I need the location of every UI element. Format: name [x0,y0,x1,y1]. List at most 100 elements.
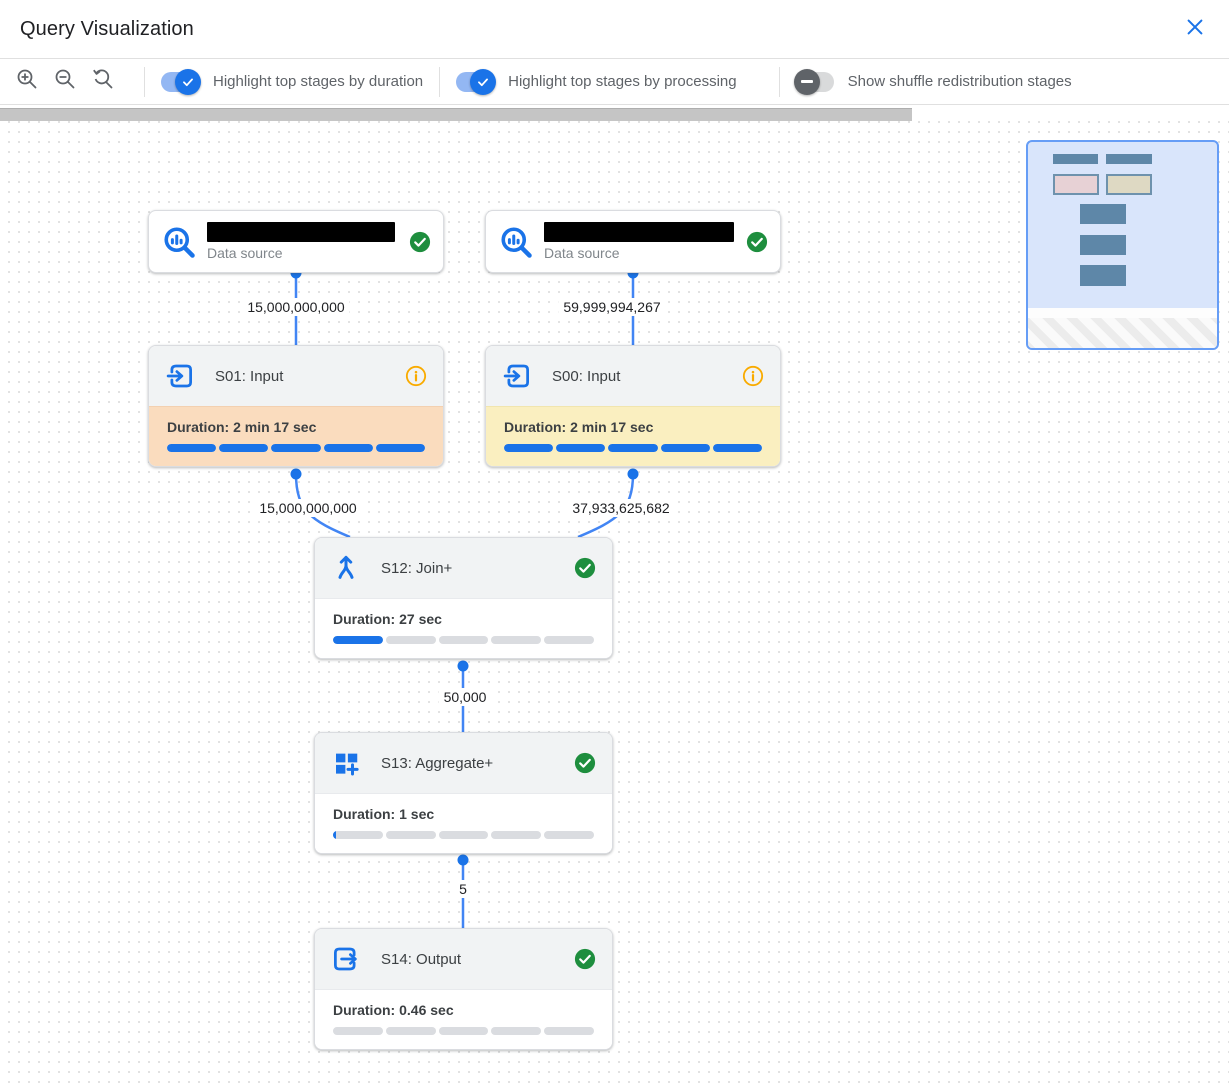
toggle-label-duration: Highlight top stages by duration [213,73,424,90]
stage-header: S01: Input [149,346,443,406]
toolbar: Highlight top stages by duration Highlig… [0,58,1229,105]
edge-row-count: 37,933,625,682 [567,499,675,517]
minimap-node-highlight-duration [1053,174,1099,195]
stage-title: S12: Join+ [381,559,453,577]
data-source-info: Data source [207,222,403,261]
stage-duration-panel: Duration: 27 sec [315,598,612,658]
page-title: Query Visualization [20,17,194,40]
output-arrow-icon [331,944,361,974]
input-arrow-icon [502,361,532,391]
edge-dot [627,468,639,480]
toggle-label-shuffle: Show shuffle redistribution stages [847,73,1072,90]
info-icon[interactable] [405,365,427,387]
edge-dot [457,854,469,866]
stage-title: S14: Output [381,950,462,968]
edge-row-count: 50,000 [438,688,492,706]
stage-duration-panel: Duration: 2 min 17 sec [486,406,780,466]
toolbar-divider [778,66,780,97]
edge-row-count: 15,000,000,000 [242,298,350,316]
node-stage-s13-aggregate[interactable]: S13: Aggregate+ Duration: 1 sec [314,732,613,854]
stage-progress-bar [504,444,763,452]
toolbar-divider [144,66,145,97]
toggle-label-processing: Highlight top stages by processing [508,73,737,90]
stage-progress-bar [167,444,426,452]
toggle-highlight-processing[interactable] [456,68,497,95]
toggle-group-processing: Highlight top stages by processing [456,68,737,95]
stage-duration: Duration: 27 sec [333,611,442,627]
stage-duration-panel: Duration: 1 sec [315,793,612,853]
minimap-node [1080,265,1126,286]
node-stage-s01-input[interactable]: S01: Input Duration: 2 min 17 sec [148,345,444,467]
stage-title: S00: Input [552,367,621,385]
stage-header: S13: Aggregate+ [315,733,612,793]
zoom-in-icon [15,67,39,96]
aggregate-grid-plus-icon [331,748,361,778]
dialog-header: Query Visualization [0,0,1229,58]
minimap-out-of-bounds-hatch [1028,318,1217,348]
stage-header: S14: Output [315,929,612,989]
edge-row-count: 59,999,994,267 [558,298,666,316]
info-icon[interactable] [742,365,764,387]
redacted-table-name [207,222,395,242]
zoom-out-icon [53,67,77,96]
completed-check-icon [574,948,596,970]
stage-duration-panel: Duration: 0.46 sec [315,989,612,1049]
stage-duration: Duration: 0.46 sec [333,1002,454,1018]
close-button[interactable] [1181,15,1209,43]
completed-check-icon [746,231,768,253]
completed-check-icon [574,752,596,774]
stage-header: S00: Input [486,346,780,406]
input-arrow-icon [165,361,195,391]
data-source-label: Data source [544,245,620,261]
minimap-node [1080,235,1126,255]
zoom-out-button[interactable] [52,69,78,95]
data-source-search-chart-icon [498,224,534,260]
data-source-info: Data source [544,222,740,261]
toolbar-divider [439,66,441,97]
stage-duration: Duration: 2 min 17 sec [504,419,654,435]
stage-progress-bar [333,636,594,644]
completed-check-icon [574,557,596,579]
graph-minimap[interactable] [1026,140,1219,350]
node-data-source-2[interactable]: Data source [485,210,781,273]
minimap-node [1053,154,1098,164]
zoom-reset-icon [91,67,115,96]
stage-duration-panel: Duration: 2 min 17 sec [149,406,443,466]
toggle-highlight-duration[interactable] [161,68,201,95]
stage-title: S13: Aggregate+ [381,754,494,772]
data-source-search-chart-icon [161,224,197,260]
node-data-source-1[interactable]: Data source [148,210,444,273]
stage-progress-bar [333,1027,594,1035]
node-stage-s12-join[interactable]: S12: Join+ Duration: 27 sec [314,537,613,659]
toggle-group-shuffle: Show shuffle redistribution stages [793,68,1072,95]
toggle-thumb-check-icon [470,68,497,95]
redacted-table-name [544,222,734,242]
stage-duration: Duration: 1 sec [333,806,435,822]
zoom-reset-button[interactable] [90,69,116,95]
data-source-label: Data source [207,245,283,261]
edge-row-count: 15,000,000,000 [254,499,362,517]
horizontal-scrollbar[interactable] [0,108,912,121]
minimap-node [1106,154,1152,164]
stage-header: S12: Join+ [315,538,612,598]
stage-title: S01: Input [215,367,284,385]
toggle-group-duration: Highlight top stages by duration [161,68,424,95]
zoom-in-button[interactable] [14,69,40,95]
stage-progress-bar [333,831,594,839]
edge-dot [457,660,469,672]
graph-canvas[interactable]: 15,000,000,000 59,999,994,267 15,000,000… [0,121,1229,1090]
node-stage-s00-input[interactable]: S00: Input Duration: 2 min 17 sec [485,345,781,467]
toggle-thumb-minus-icon [793,68,820,95]
completed-check-icon [409,231,431,253]
toggle-thumb-check-icon [175,68,201,95]
edge-dot [290,468,302,480]
node-stage-s14-output[interactable]: S14: Output Duration: 0.46 sec [314,928,613,1050]
join-merge-icon [331,553,361,583]
toggle-show-shuffle[interactable] [793,68,834,95]
close-icon [1184,16,1206,43]
stage-duration: Duration: 2 min 17 sec [167,419,317,435]
edge-row-count: 5 [454,880,472,898]
minimap-node-highlight-processing [1106,174,1152,195]
minimap-node [1080,204,1126,224]
